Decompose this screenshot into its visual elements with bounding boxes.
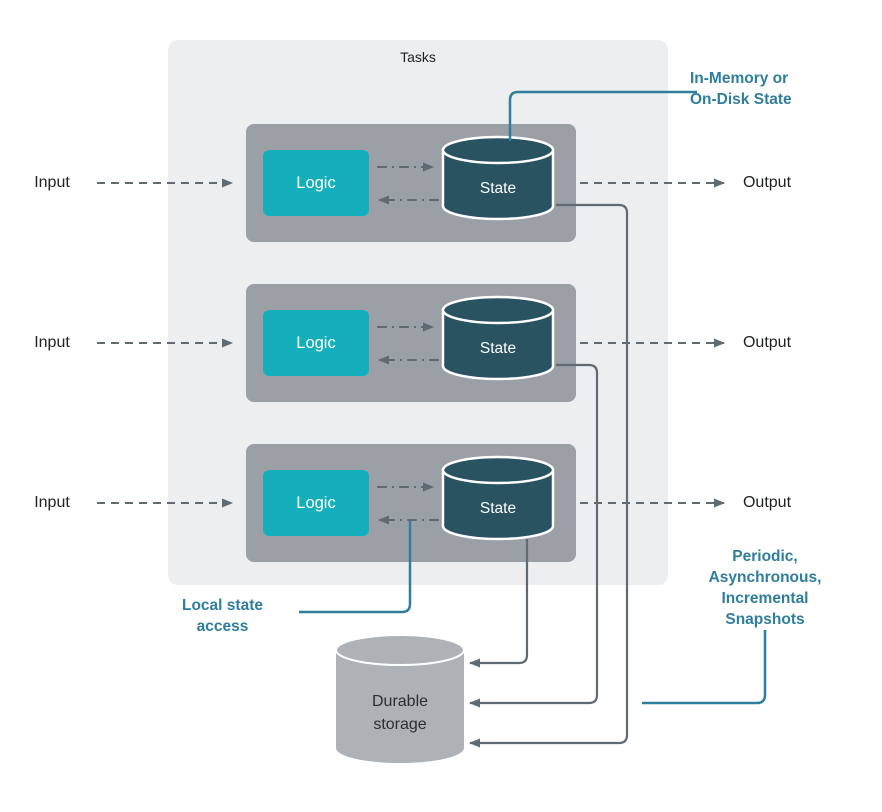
logic-box: Logic bbox=[263, 150, 369, 216]
annotation-local-line2: access bbox=[196, 618, 249, 635]
output-label: Output bbox=[742, 174, 792, 191]
output-label: Output bbox=[742, 334, 792, 351]
input-label: Input bbox=[34, 334, 70, 351]
logic-box: Logic bbox=[263, 470, 369, 536]
durable-storage-line2: storage bbox=[373, 716, 427, 733]
logic-label: Logic bbox=[296, 493, 336, 512]
annotation-inmemory-state: In-Memory or On-Disk State bbox=[690, 68, 870, 110]
tasks-group-label: Tasks bbox=[400, 49, 436, 65]
annotation-inmemory-line1: In-Memory or bbox=[690, 70, 789, 87]
state-label: State bbox=[479, 340, 517, 357]
durable-storage-line1: Durable bbox=[371, 693, 429, 710]
annotation-local-line1: Local state bbox=[182, 597, 263, 614]
annotation-inmemory-line2: On-Disk State bbox=[690, 91, 792, 108]
annotation-snapshots-line4: Snapshots bbox=[725, 611, 805, 628]
annotation-snapshots-line3: Incremental bbox=[721, 590, 809, 607]
input-label: Input bbox=[34, 174, 70, 191]
state-label: State bbox=[479, 500, 517, 517]
annotation-local-state-access: Local state access bbox=[150, 595, 295, 637]
annotation-snapshots-line1: Periodic, bbox=[732, 548, 798, 565]
output-label: Output bbox=[742, 494, 792, 511]
durable-storage-label: Durable storage bbox=[336, 690, 464, 736]
logic-label: Logic bbox=[296, 333, 336, 352]
durable-storage-cylinder-top bbox=[335, 634, 465, 666]
annotation-snapshots: Periodic, Asynchronous, Incremental Snap… bbox=[680, 546, 850, 630]
state-label: State bbox=[479, 180, 517, 197]
annotation-snapshots-line2: Asynchronous, bbox=[708, 569, 822, 586]
logic-label: Logic bbox=[296, 173, 336, 192]
input-label: Input bbox=[34, 494, 70, 511]
snapshots-callout-line bbox=[642, 630, 767, 705]
logic-box: Logic bbox=[263, 310, 369, 376]
